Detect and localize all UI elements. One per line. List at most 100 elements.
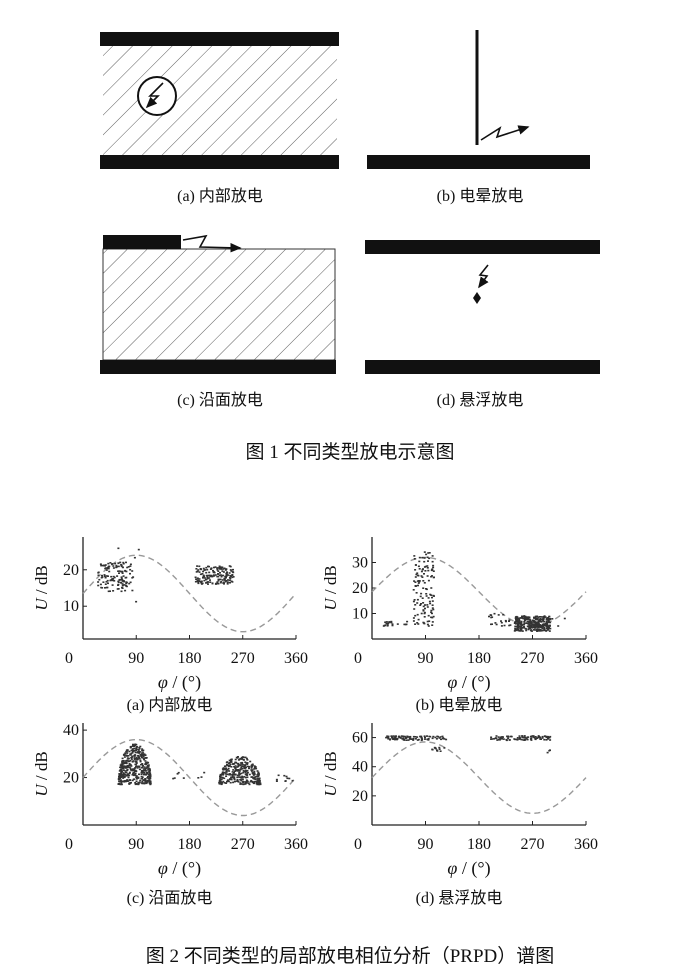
discharge-point <box>220 774 223 776</box>
discharge-point <box>443 747 446 749</box>
discharge-point <box>126 769 129 772</box>
discharge-point <box>112 578 115 580</box>
discharge-point <box>409 737 412 740</box>
discharge-point <box>391 736 393 739</box>
discharge-point <box>537 629 539 631</box>
discharge-point <box>228 773 231 776</box>
discharge-point <box>119 775 122 778</box>
discharge-point <box>549 735 552 738</box>
discharge-point <box>536 624 539 627</box>
x-tick-label: 180 <box>467 836 491 853</box>
discharge-point <box>230 776 233 779</box>
fig1-caption-a: (a) 内部放电 <box>177 187 263 205</box>
x-tick-label: 360 <box>574 836 598 853</box>
discharge-point <box>413 555 416 557</box>
discharge-point <box>517 621 520 623</box>
discharge-point <box>545 736 548 739</box>
discharge-point <box>135 776 138 778</box>
discharge-point <box>232 568 234 571</box>
discharge-point <box>426 565 429 567</box>
discharge-point <box>256 780 259 782</box>
discharge-point <box>117 584 119 586</box>
discharge-point <box>528 616 531 619</box>
discharge-point <box>490 623 492 626</box>
discharge-point <box>548 630 551 632</box>
discharge-point <box>139 745 142 748</box>
discharge-point <box>426 620 429 623</box>
discharge-point <box>249 760 252 763</box>
discharge-point <box>425 593 428 595</box>
discharge-point <box>541 735 544 738</box>
x-tick-label: 0 <box>354 836 362 853</box>
discharge-point <box>524 739 526 741</box>
discharge-point <box>520 621 523 624</box>
discharge-point <box>423 557 426 559</box>
discharge-point <box>242 770 245 772</box>
discharge-point <box>144 780 147 783</box>
discharge-point <box>248 765 250 768</box>
discharge-point <box>120 582 123 584</box>
discharge-point <box>212 571 215 574</box>
discharge-point <box>101 564 104 567</box>
discharge-point <box>118 773 121 775</box>
discharge-point <box>426 604 429 606</box>
discharge-point <box>246 759 249 761</box>
discharge-point <box>125 754 128 757</box>
discharge-point <box>213 575 216 577</box>
discharge-point <box>395 735 397 737</box>
discharge-point <box>124 760 127 762</box>
discharge-point <box>543 629 546 631</box>
discharge-point <box>244 773 247 776</box>
discharge-point <box>425 588 427 590</box>
discharge-point <box>241 778 244 781</box>
bottom-electrode <box>100 360 336 374</box>
discharge-point <box>514 628 517 631</box>
discharge-point <box>207 581 210 583</box>
discharge-point <box>526 616 529 618</box>
discharge-point <box>138 746 141 749</box>
discharge-point <box>121 761 124 763</box>
discharge-point <box>120 565 123 568</box>
discharge-point <box>219 775 222 778</box>
discharge-point <box>222 568 225 570</box>
discharge-point <box>515 618 518 620</box>
discharge-point <box>231 776 234 779</box>
discharge-point <box>543 735 546 737</box>
discharge-point <box>135 780 138 783</box>
discharge-point <box>424 736 426 739</box>
discharge-point <box>412 737 415 740</box>
discharge-point <box>429 602 432 605</box>
discharge-point <box>514 621 517 623</box>
discharge-point <box>117 581 120 584</box>
discharge-point <box>176 773 179 775</box>
discharge-point <box>196 579 199 581</box>
discharge-point <box>194 580 197 583</box>
fig1-panel-floating-discharge: (d) 悬浮放电 <box>365 240 600 409</box>
discharge-point <box>230 759 233 762</box>
y-tick-label: 40 <box>352 759 368 776</box>
discharge-point <box>545 622 548 624</box>
discharge-point <box>420 575 423 577</box>
discharge-point <box>245 781 248 783</box>
discharge-point <box>241 776 244 779</box>
x-tick-label: 270 <box>231 650 255 667</box>
x-tick-label: 180 <box>178 836 202 853</box>
discharge-point <box>216 569 219 571</box>
discharge-point <box>147 761 150 764</box>
discharge-point <box>243 776 246 778</box>
discharge-point <box>414 738 417 740</box>
discharge-point <box>208 577 211 579</box>
discharge-point <box>122 762 125 765</box>
discharge-point <box>436 750 439 752</box>
discharge-point <box>520 738 523 741</box>
discharge-point <box>110 575 113 578</box>
discharge-point <box>251 764 254 766</box>
discharge-point <box>432 735 435 738</box>
discharge-point <box>257 783 260 786</box>
discharge-point <box>416 598 419 601</box>
discharge-point <box>120 782 123 784</box>
discharge-point <box>548 736 551 739</box>
discharge-point <box>423 611 426 614</box>
discharge-point <box>120 776 123 779</box>
